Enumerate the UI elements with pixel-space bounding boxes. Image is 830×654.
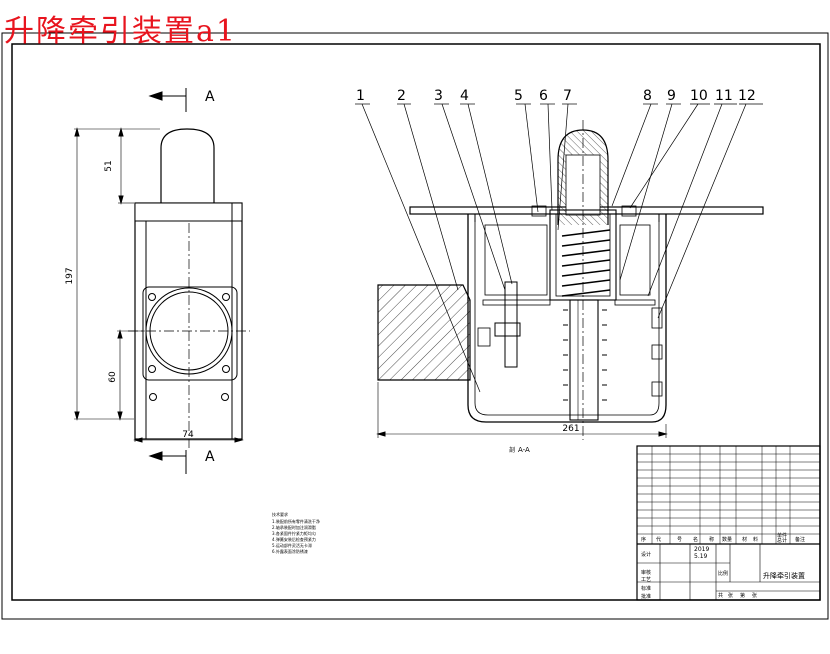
part-label-9: 9 — [667, 88, 676, 104]
technical-notes: 技术要求 1.装配前所有零件清洗干净 2.轴承装配时加注润滑脂 3.各紧固件拧紧… — [272, 511, 320, 554]
title-block-text: 序 代 号 名 称 数量 材 料 单件 总计 备注 设计 审核 工艺 标准 批准… — [641, 532, 805, 600]
part-label-8: 8 — [643, 88, 652, 104]
notes-title: 技术要求 — [272, 511, 288, 517]
tb-date-1: 2019 — [694, 546, 709, 553]
part-label-4: 4 — [460, 88, 469, 104]
tb-drawing-name: 升降牵引装置 — [763, 571, 805, 580]
part-label-3: 3 — [434, 88, 443, 104]
tb-col-1: 代 — [656, 536, 661, 543]
tb-row-review: 审核 — [641, 569, 651, 576]
dim-60: 60 — [108, 371, 118, 383]
tb-col-7: 料 — [753, 536, 758, 543]
section-view — [355, 103, 764, 440]
part-label-11: 11 — [715, 88, 733, 104]
guide-rail — [377, 284, 471, 381]
section-marker-bottom: A — [205, 449, 215, 465]
part-label-5: 5 — [514, 88, 523, 104]
shaft — [569, 299, 599, 421]
tb-col-2: 号 — [677, 537, 682, 543]
dim-261: 261 — [562, 424, 579, 434]
spring — [561, 229, 611, 297]
section-marker-top: A — [205, 89, 215, 105]
tb-col-10: 备注 — [795, 536, 805, 543]
note-5: 5.运动部件灵活无卡滞 — [272, 542, 312, 548]
left-view — [74, 88, 250, 474]
tb-col-3: 名 — [693, 536, 698, 543]
title-block — [636, 445, 821, 601]
section-prefix: 剖 — [509, 446, 515, 454]
tb-sig-0: 共 — [718, 592, 723, 599]
note-4: 4.弹簧安装后检查预紧力 — [272, 536, 316, 542]
tb-sig-1: 张 — [728, 592, 733, 599]
tb-row-design: 设计 — [641, 551, 651, 558]
tb-row-approve: 批准 — [641, 593, 651, 600]
tb-col-5: 数量 — [722, 536, 732, 543]
tb-col-8: 单件 — [777, 532, 787, 539]
part-label-10: 10 — [690, 88, 708, 104]
handle — [160, 128, 215, 212]
tb-col-6: 材 — [742, 536, 747, 543]
note-1: 1.装配前所有零件清洗干净 — [272, 518, 320, 524]
tb-col-0: 序 — [641, 536, 646, 543]
drawing-title: 升降牵引装置a1 — [4, 14, 237, 49]
dim-74: 74 — [182, 430, 194, 440]
note-3: 3.各紧固件拧紧力矩均匀 — [272, 530, 316, 536]
outer-frame — [1, 32, 829, 620]
mounting-plate — [142, 286, 238, 381]
dim-197: 197 — [65, 267, 75, 284]
dim-51: 51 — [104, 160, 114, 171]
part-label-2: 2 — [397, 88, 406, 104]
tb-row-standard: 标准 — [641, 585, 651, 592]
part-label-7: 7 — [563, 88, 572, 104]
inner-frame — [11, 43, 821, 601]
part-label-12: 12 — [738, 88, 756, 104]
note-2: 2.轴承装配时加注润滑脂 — [272, 524, 316, 530]
tb-sig-3: 张 — [752, 592, 757, 599]
tb-scale: 比例 — [718, 570, 728, 577]
housing — [467, 214, 667, 423]
latch — [504, 281, 518, 368]
part-labels: 1 2 3 4 5 6 7 8 9 10 11 12 — [356, 88, 756, 104]
note-6: 6.外露表面涂防锈漆 — [272, 548, 308, 554]
section-label: A-A — [518, 446, 530, 454]
part-label-1: 1 — [356, 88, 365, 104]
tb-col-9: 总计 — [777, 537, 787, 544]
tb-date-2: 5.19 — [694, 553, 708, 560]
tb-sig-2: 第 — [740, 592, 745, 599]
tb-col-4: 称 — [709, 536, 714, 543]
tb-row-process: 工艺 — [641, 577, 651, 583]
part-label-6: 6 — [539, 88, 548, 104]
